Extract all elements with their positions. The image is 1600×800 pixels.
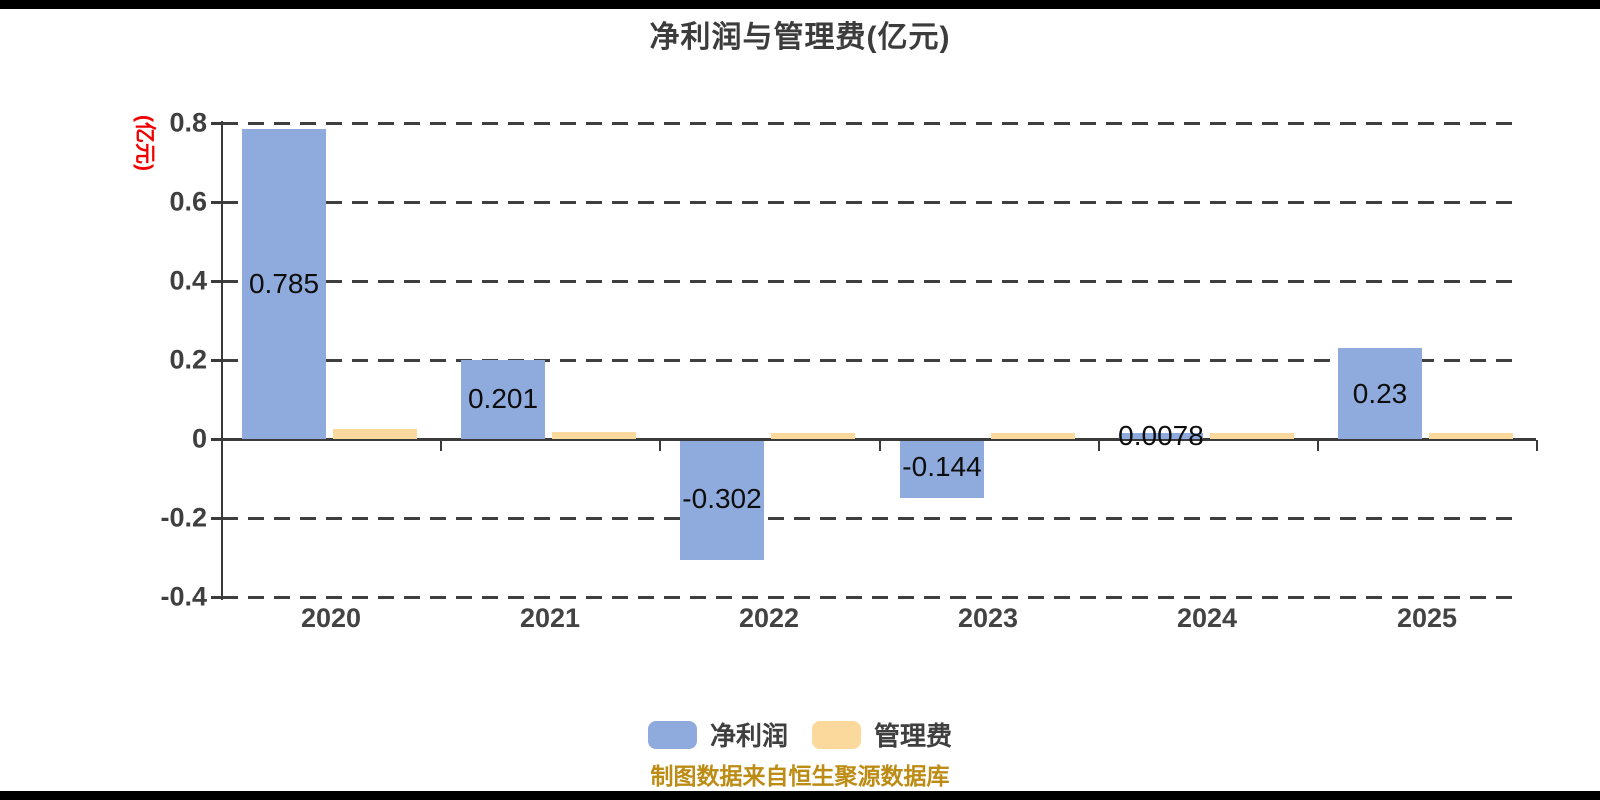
legend-item-mgmt-fee[interactable]: 管理费	[812, 716, 952, 753]
gridline	[222, 596, 1512, 599]
bar-net-profit[interactable]	[1338, 348, 1422, 439]
x-axis-label: 2023	[957, 603, 1019, 633]
x-axis-label: 2021	[519, 603, 581, 633]
bar-net-profit[interactable]	[242, 129, 326, 439]
bar-value-label: 0.0078	[1118, 420, 1204, 451]
bar-value-label: 0.201	[467, 383, 539, 414]
legend-item-net-profit[interactable]: 净利润	[647, 716, 788, 753]
gridline	[222, 122, 1512, 125]
legend: 净利润 管理费	[0, 716, 1600, 753]
y-tick-label: 0.8	[169, 107, 207, 138]
x-axis-label: 2022	[738, 603, 800, 633]
bar-net-profit[interactable]	[680, 441, 764, 560]
gridline	[222, 359, 1512, 362]
bar-net-profit[interactable]	[900, 441, 984, 498]
y-tick-label: 0.2	[169, 344, 207, 375]
x-tick-mark	[879, 440, 881, 451]
y-tick-mark	[211, 280, 221, 283]
bar-net-profit[interactable]	[461, 360, 545, 439]
x-axis-label: 2020	[300, 603, 362, 633]
y-tick-label: -0.2	[160, 502, 207, 533]
top-black-strip	[0, 0, 1600, 9]
bar-value-label: -0.144	[902, 451, 982, 482]
y-tick-mark	[211, 201, 221, 204]
mgmt-fee-swatch-icon	[812, 720, 861, 749]
y-tick-mark	[211, 359, 221, 362]
x-tick-mark	[1098, 440, 1100, 451]
y-tick-mark	[211, 517, 221, 520]
data-source-note: 制图数据来自恒生聚源数据库	[650, 763, 950, 789]
bar-value-label: -0.302	[682, 483, 762, 514]
y-tick-label: 0	[191, 423, 207, 454]
bottom-black-strip	[0, 791, 1600, 800]
y-tick-label: 0.6	[169, 186, 207, 217]
x-tick-mark	[221, 440, 223, 451]
y-tick-mark	[211, 438, 221, 441]
x-tick-mark	[1536, 440, 1538, 451]
x-tick-mark	[440, 440, 442, 451]
legend-label: 管理费	[874, 721, 953, 751]
legend-label: 净利润	[709, 721, 788, 751]
bar-mgmt-fee[interactable]	[771, 433, 855, 439]
gridline	[222, 201, 1512, 204]
y-axis-line	[221, 121, 223, 600]
bar-value-label: 0.785	[248, 268, 320, 299]
x-axis-zero-line	[221, 438, 1536, 441]
bar-mgmt-fee[interactable]	[333, 429, 417, 439]
y-tick-mark	[211, 122, 221, 125]
gridline	[222, 517, 1512, 520]
net-profit-swatch-icon	[647, 720, 697, 749]
y-tick-mark	[211, 596, 221, 599]
x-tick-mark	[1317, 440, 1319, 451]
bar-value-label: 0.23	[1352, 378, 1408, 409]
bar-mgmt-fee[interactable]	[1210, 433, 1294, 439]
bar-mgmt-fee[interactable]	[1429, 433, 1513, 439]
bar-mgmt-fee[interactable]	[991, 433, 1075, 439]
y-tick-label: -0.4	[160, 581, 207, 612]
x-axis-label: 2024	[1176, 603, 1238, 633]
bar-mgmt-fee[interactable]	[552, 432, 636, 439]
chart-title: 净利润与管理费(亿元)	[649, 21, 951, 54]
x-axis-label: 2025	[1396, 603, 1458, 633]
gridline	[222, 280, 1512, 283]
bar-net-profit[interactable]	[1119, 433, 1203, 439]
y-tick-label: 0.4	[169, 265, 207, 296]
x-tick-mark	[659, 440, 661, 451]
